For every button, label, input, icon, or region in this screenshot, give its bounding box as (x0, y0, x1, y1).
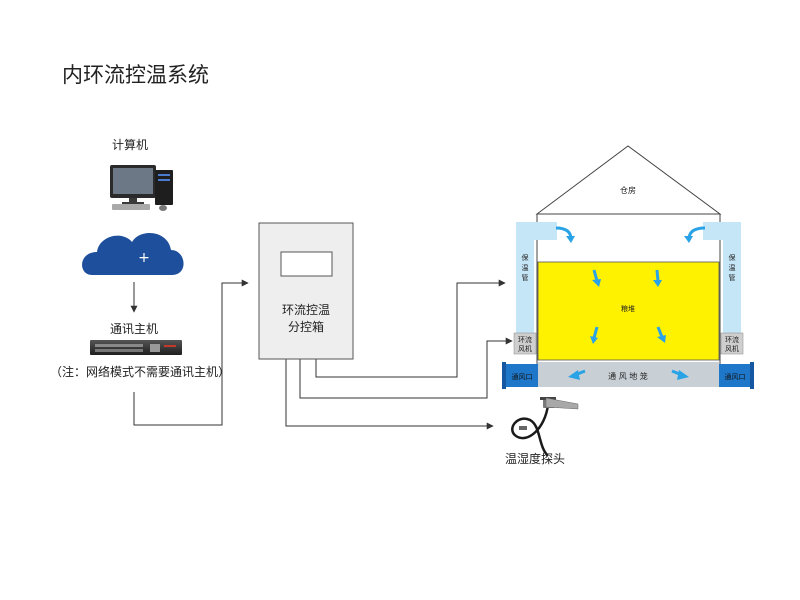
cloud-icon (82, 232, 184, 275)
grain-pile (537, 261, 720, 361)
left-vent-flange (502, 362, 506, 389)
box-to-probe-line (285, 358, 494, 430)
left-insulated-pipe (516, 222, 557, 333)
right-circulation-fan (720, 332, 744, 355)
left-pipe-char-2: 温 (522, 263, 529, 272)
host-to-box-line (133, 279, 249, 426)
right-fan-label-line2: 风机 (725, 344, 739, 353)
airflow-arrow-head-grain-3 (590, 336, 598, 344)
computer-icon (110, 165, 173, 211)
left-fan-label-line1: 环流 (518, 335, 532, 344)
airflow-arrow-head-floor-left (568, 370, 580, 380)
right-vent (719, 364, 754, 387)
right-vent-label: 通风口 (725, 372, 746, 381)
airflow-arrows (555, 226, 706, 380)
control-box (258, 222, 354, 360)
airflow-arrow-grain-1 (592, 269, 599, 282)
left-vent (503, 364, 538, 387)
warehouse-roof (535, 145, 722, 215)
left-pipe-char-1: 保 (522, 253, 529, 262)
right-pipe-char-1: 保 (729, 253, 736, 262)
ventilation-floor (538, 362, 719, 387)
airflow-arrow-head-grain-1 (592, 279, 601, 287)
box-to-fan-line (299, 337, 513, 399)
host-note: （注：网络模式不需要通讯主机） (50, 364, 230, 379)
switch-icon (90, 340, 182, 355)
box-to-fan-top-line (315, 279, 506, 378)
airflow-arrow-head-grain-2 (653, 280, 662, 287)
left-circulation-fan (513, 332, 537, 355)
left-pipe-char-3: 管 (522, 273, 529, 282)
right-insulated-pipe (703, 222, 741, 333)
airflow-arrow-head-grain-4 (657, 335, 666, 343)
host-label: 通讯主机 (110, 322, 158, 336)
control-box-label-line2: 分控箱 (288, 319, 324, 334)
grain-label: 粮堆 (621, 304, 635, 313)
left-vent-label: 通风口 (512, 372, 533, 381)
probe-label: 温湿度探头 (505, 451, 565, 466)
left-fan-label-line2: 风机 (518, 344, 532, 353)
airflow-arrow-head-top-right (684, 236, 693, 243)
right-vent-flange (750, 362, 754, 389)
airflow-arrow-head-top-left (566, 236, 575, 243)
right-fan-label-line1: 环流 (725, 335, 739, 344)
airflow-arrow-head-floor-right (677, 370, 689, 380)
control-box-display (280, 251, 333, 277)
airflow-arrow-grain-4 (656, 326, 664, 338)
right-pipe-char-2: 温 (729, 263, 736, 272)
page-title: 内环流控温系统 (62, 63, 209, 87)
airflow-arrow-grain-2 (655, 269, 660, 282)
floor-label: 通 风 地 笼 (608, 371, 648, 381)
control-box-label-line1: 环流控温 (282, 303, 330, 317)
airflow-arrow-grain-3 (592, 326, 599, 339)
roof-label: 仓房 (620, 185, 636, 195)
cloud-plus-symbol: + (138, 250, 150, 266)
temperature-humidity-probe-icon (511, 397, 579, 457)
computer-label: 计算机 (112, 137, 148, 152)
right-pipe-char-3: 管 (729, 273, 736, 282)
